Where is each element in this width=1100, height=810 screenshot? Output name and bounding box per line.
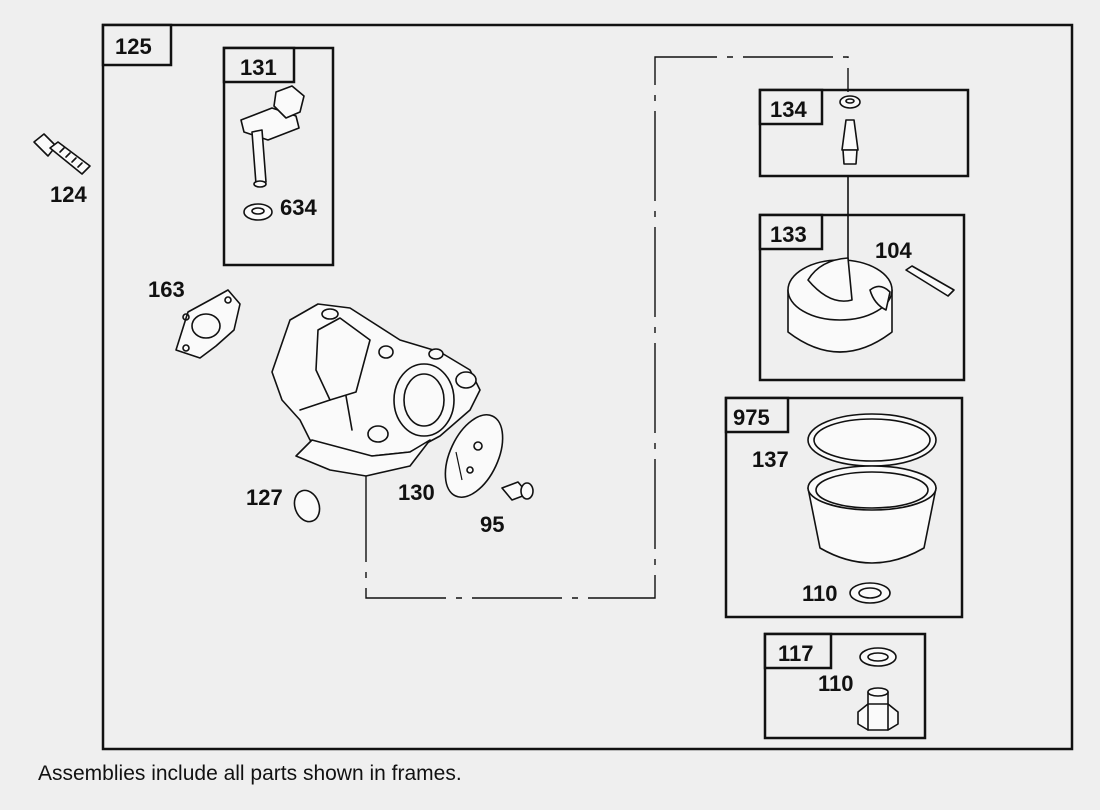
assembly-tag-117: 117 bbox=[763, 632, 833, 670]
choke-shaft-part bbox=[240, 85, 305, 188]
assembly-tag-131: 131 bbox=[222, 46, 296, 84]
choke-plate-130: 130 bbox=[398, 414, 504, 505]
float-pin-104: 104 bbox=[875, 238, 955, 297]
svg-text:134: 134 bbox=[770, 97, 807, 122]
needle-valve-part bbox=[839, 95, 861, 291]
svg-text:124: 124 bbox=[50, 182, 87, 207]
footnote: Assemblies include all parts shown in fr… bbox=[38, 762, 462, 785]
screw-124: 124 bbox=[33, 133, 91, 207]
svg-text:137: 137 bbox=[752, 447, 789, 472]
seal-634: 634 bbox=[243, 195, 317, 221]
svg-text:104: 104 bbox=[875, 238, 912, 263]
assembly-frame-134 bbox=[758, 88, 970, 178]
svg-text:95: 95 bbox=[480, 512, 504, 537]
gasket-163: 163 bbox=[148, 277, 241, 359]
svg-text:130: 130 bbox=[398, 480, 435, 505]
svg-text:125: 125 bbox=[115, 34, 152, 59]
connector-dashed-line bbox=[365, 56, 849, 599]
assembly-tag-975: 975 bbox=[724, 396, 790, 434]
assembly-tag-133: 133 bbox=[758, 213, 824, 251]
assembly-frame-975 bbox=[724, 396, 964, 619]
assembly-tag-134: 134 bbox=[758, 88, 824, 126]
svg-text:110: 110 bbox=[802, 581, 838, 606]
float-bowl-part bbox=[807, 465, 937, 564]
svg-text:634: 634 bbox=[280, 195, 317, 220]
carburetor-body bbox=[271, 303, 481, 477]
assembly-frame-125 bbox=[101, 23, 1074, 751]
screw-washer-110: 110 bbox=[818, 647, 897, 696]
assembly-tag-125: 125 bbox=[101, 23, 173, 67]
choke-screw-95: 95 bbox=[480, 481, 534, 537]
bowl-screw-part bbox=[857, 687, 899, 731]
svg-text:975: 975 bbox=[733, 405, 770, 430]
svg-text:127: 127 bbox=[246, 485, 283, 510]
bowl-washer-110: 110 bbox=[802, 581, 891, 606]
assembly-frame-117 bbox=[763, 632, 927, 740]
assembly-frame-133 bbox=[758, 213, 966, 382]
welch-plug-127: 127 bbox=[246, 485, 321, 523]
svg-text:110: 110 bbox=[818, 671, 854, 696]
float-part bbox=[787, 257, 893, 353]
svg-text:163: 163 bbox=[148, 277, 185, 302]
svg-text:117: 117 bbox=[778, 641, 814, 666]
svg-text:133: 133 bbox=[770, 222, 807, 247]
svg-text:131: 131 bbox=[240, 55, 277, 80]
